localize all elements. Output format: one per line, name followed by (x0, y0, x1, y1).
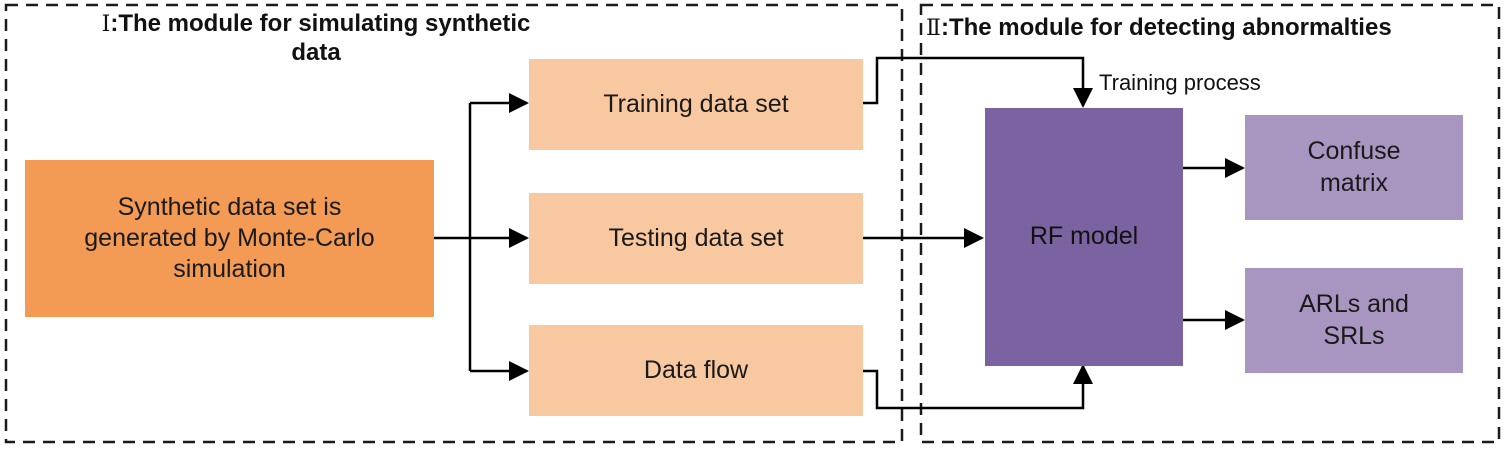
source-node: Synthetic data set is generated by Monte… (25, 160, 434, 317)
module-frame-simulate (4, 3, 904, 444)
module-numeral-detect: Ⅱ (926, 16, 941, 41)
training-set-label: Training data set (603, 89, 789, 118)
training-process-label: Training process (1099, 70, 1261, 95)
testing-set-node: Testing data set (529, 193, 863, 284)
source-node-line3: simulation (173, 255, 286, 284)
data-flow-label: Data flow (643, 355, 749, 384)
confuse-matrix-node: Confuse matrix (1245, 115, 1463, 220)
module-title-simulate-line1: :The module for simulating synthetic (110, 10, 531, 37)
source-node-line2: generated by Monte-Carlo (84, 223, 375, 252)
module-title-simulate: Ⅰ:The module for simulating synthetic da… (46, 10, 586, 68)
data-flow-node: Data flow (529, 325, 863, 416)
confuse-matrix-line1: Confuse (1307, 137, 1401, 166)
training-set-node: Training data set (529, 59, 863, 150)
rf-model-node: RF model (985, 108, 1183, 366)
arls-srls-text: ARLs and SRLs (1299, 289, 1409, 352)
arls-srls-line1: ARLs and (1299, 290, 1409, 319)
module-title-simulate-line2: data (291, 38, 341, 66)
module-frame-detect (919, 3, 1501, 444)
module-title-detect: Ⅱ:The module for detecting abnormalties (926, 14, 1501, 43)
source-node-text: Synthetic data set is generated by Monte… (84, 192, 374, 286)
arrow-dataflow-to-rf (863, 364, 1093, 410)
confuse-matrix-line2: matrix (1319, 168, 1389, 197)
source-node-line1: Synthetic data set is (117, 192, 342, 221)
arls-srls-node: ARLs and SRLs (1245, 268, 1463, 373)
module-title-detect-text: :The module for detecting abnormalties (940, 14, 1392, 41)
rf-model-label: RF model (1029, 222, 1139, 251)
arls-srls-line2: SRLs (1323, 321, 1385, 350)
testing-set-label: Testing data set (608, 223, 784, 252)
confuse-matrix-text: Confuse matrix (1307, 136, 1400, 199)
module-numeral-simulate: Ⅰ (101, 12, 111, 37)
arrow-training-process (863, 56, 1093, 108)
